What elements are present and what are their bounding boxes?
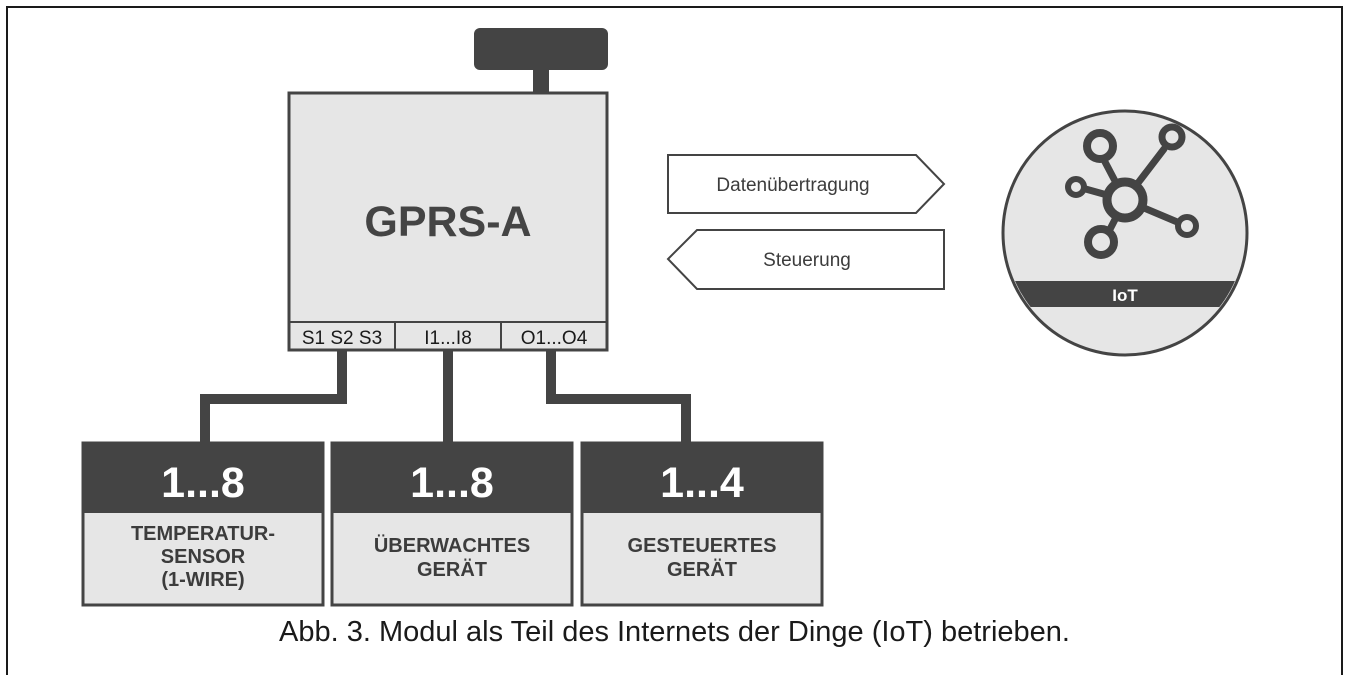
upload-arrow-label: Datenübertragung	[716, 175, 869, 196]
module-name: GPRS-A	[364, 198, 531, 246]
connector-wires	[200, 351, 691, 444]
sensor-box: 1...8 TEMPERATUR- SENSOR (1-WIRE)	[81, 441, 325, 607]
port-label-inputs: I1...I8	[424, 328, 472, 349]
control-arrow-label: Steuerung	[763, 250, 851, 271]
monitored-count: 1...8	[410, 459, 494, 507]
controlled-device-box: 1...4 GESTEUERTES GERÄT	[580, 441, 824, 607]
port-label-sensors: S1 S2 S3	[302, 328, 382, 349]
wire-sensors	[200, 351, 347, 444]
iot-cloud: IoT	[1001, 109, 1249, 357]
monitored-device-box: 1...8 ÜBERWACHTES GERÄT	[330, 441, 574, 607]
network-hub-icon	[1065, 123, 1199, 259]
sensor-label-line1: TEMPERATUR-	[131, 523, 275, 545]
monitored-label-line2: GERÄT	[417, 558, 487, 581]
figure-caption: Abb. 3. Modul als Teil des Internets der…	[279, 616, 1070, 648]
gprs-module: GPRS-A S1 S2 S3 I1...I8 O1...O4	[287, 91, 609, 352]
upload-arrow: Datenübertragung	[667, 154, 946, 214]
port-label-outputs: O1...O4	[521, 328, 588, 349]
iot-label: IoT	[1112, 286, 1138, 305]
antenna-icon	[474, 28, 608, 94]
control-arrow: Steuerung	[666, 229, 945, 290]
controlled-label-line1: GESTEUERTES	[628, 535, 777, 557]
controlled-label-line2: GERÄT	[667, 558, 737, 581]
sensor-count: 1...8	[161, 459, 245, 507]
monitored-label-line1: ÜBERWACHTES	[374, 534, 530, 557]
sensor-label-line2: SENSOR	[161, 546, 246, 568]
diagram-frame	[6, 6, 1343, 675]
controlled-count: 1...4	[660, 459, 744, 507]
sensor-label-line3: (1-WIRE)	[161, 569, 244, 591]
wire-outputs	[546, 351, 691, 444]
